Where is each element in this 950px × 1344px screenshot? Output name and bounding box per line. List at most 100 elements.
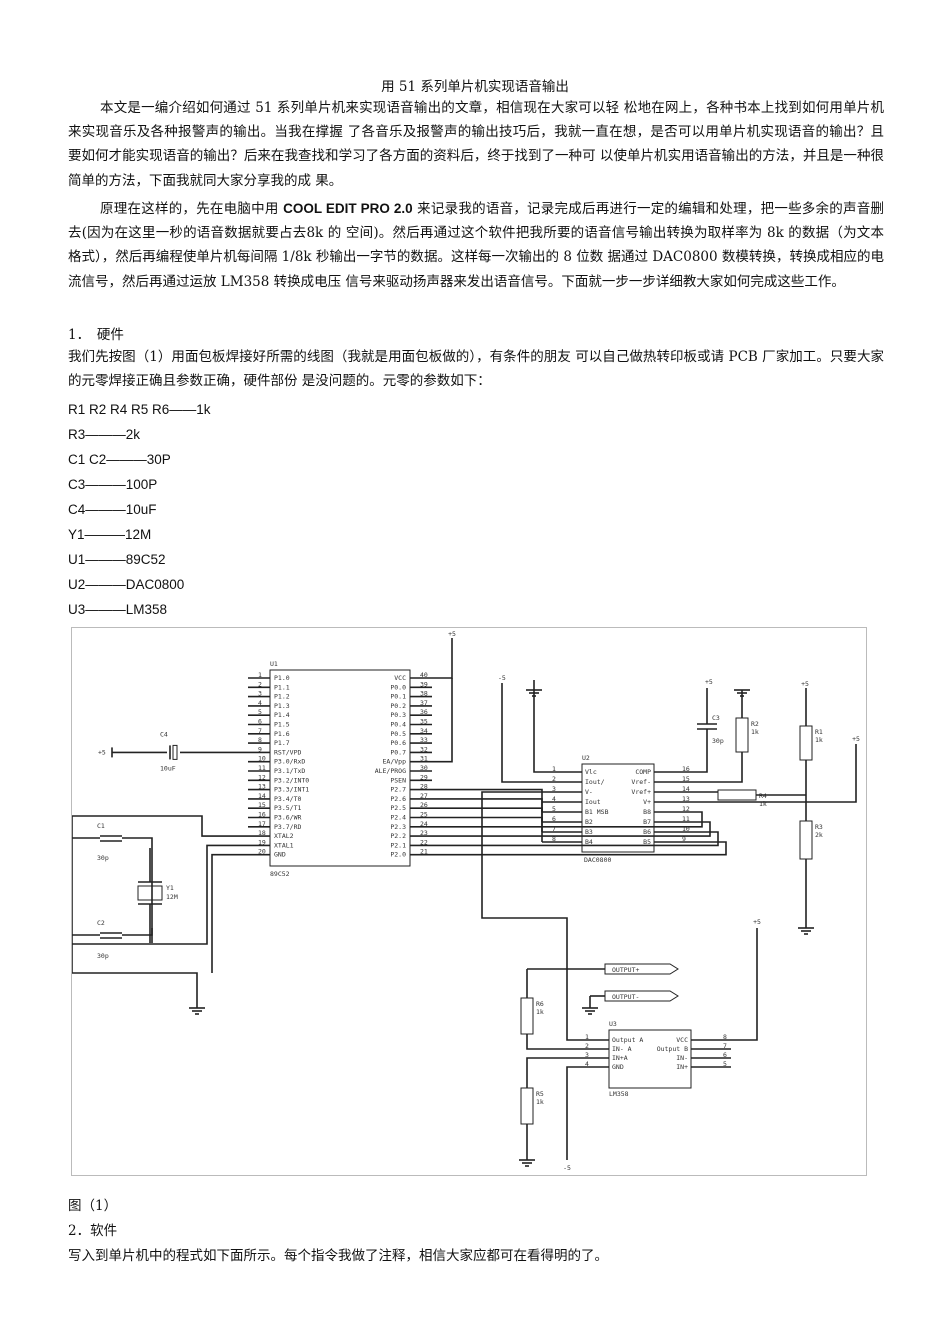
u2-chip (581, 763, 655, 853)
u1-pin-label: P3.1/TxD (274, 767, 305, 775)
u1-pin-label: P2.4 (390, 814, 406, 822)
u3-pin-number: 8 (723, 1033, 727, 1041)
u1-pin-label: P2.2 (390, 832, 406, 840)
u2-pin-number: 8 (552, 835, 556, 843)
u1-pin-label: GND (274, 851, 286, 859)
u2-pin-number: 4 (552, 795, 556, 803)
data-bus-wire (432, 798, 543, 822)
u3-pin-label: IN+ (676, 1063, 688, 1071)
u1-pin-number: 37 (420, 699, 428, 707)
u2-pin-number: 1 (552, 765, 556, 773)
r2-resistor-value: 1k (751, 728, 759, 736)
u1-pin-number: 23 (420, 829, 428, 837)
u1-pin-label: VCC (394, 674, 406, 682)
minus5-label: -5 (498, 674, 506, 682)
wire (731, 928, 758, 1041)
u1-pin-number: 10 (258, 755, 266, 763)
u1-pin-label: RST/VPD (274, 748, 301, 756)
y1-ref: Y1 (166, 884, 174, 892)
wire (122, 928, 153, 936)
u1-pin-number: 8 (258, 736, 262, 744)
r1-resistor-value: 1k (815, 736, 823, 744)
data-bus-wire (432, 831, 719, 847)
wire (122, 837, 153, 848)
u2-pin-label: B6 (643, 828, 651, 836)
wire (526, 1057, 579, 1088)
wire (211, 853, 248, 973)
u2-pin-label: V- (585, 788, 593, 796)
u1-pin-number: 3 (258, 690, 262, 698)
output-minus-tag (604, 990, 679, 1002)
u2-pin-number: 2 (552, 775, 556, 783)
u2-pin-label: B3 (585, 828, 593, 836)
c3-supply-label: +5 (705, 678, 713, 686)
wire (806, 744, 857, 803)
u1-pin-number: 16 (258, 811, 266, 819)
u1-pin-number: 32 (420, 745, 428, 753)
r4-resistor-value: 1k (759, 800, 767, 808)
part-item: U3———LM358 (68, 602, 168, 617)
u1-ref: U1 (270, 660, 278, 668)
section-heading-hardware: 1． 硬件 (68, 327, 124, 343)
wire (72, 816, 198, 1008)
u1-pin-label: P1.1 (274, 683, 290, 691)
u1-pin-number: 11 (258, 764, 266, 772)
c3-ref: C3 (712, 714, 720, 722)
intro-paragraph: 本文是一编介绍如何通过 51 系列单片机来实现语音输出的文章，相信现在大家可以轻… (68, 100, 884, 189)
r3-resistor (799, 820, 813, 860)
u1-pin-number: 14 (258, 792, 266, 800)
u3-chip (608, 1029, 692, 1089)
u1-pin-label: P1.4 (274, 711, 290, 719)
u3-pin-label: IN- A (612, 1045, 632, 1053)
u3-pin-number: 2 (585, 1042, 589, 1050)
u2-pin-label: Vref- (631, 778, 651, 786)
u2-pin-label: B2 (585, 818, 593, 826)
data-bus-wire (432, 816, 543, 842)
u1-pin-number: 15 (258, 801, 266, 809)
wire (533, 680, 542, 773)
wire (526, 1034, 579, 1050)
u3-supply-label: +5 (753, 918, 761, 926)
software-paragraph: 写入到单片机中的程式如下面所示。每个指令我做了注释，相信大家应都可在看得明的了。 (68, 1248, 608, 1264)
u1-pin-label: P3.6/WR (274, 814, 301, 822)
u1-pin-number: 30 (420, 764, 428, 772)
data-bus-wire (432, 821, 711, 837)
u2-pin-label: Vref+ (631, 788, 651, 796)
u3-pin-number: 4 (585, 1060, 589, 1068)
u1-pin-label: P2.5 (390, 804, 406, 812)
vcc-label: +5 (448, 630, 456, 638)
u1-pin-number: 17 (258, 820, 266, 828)
u2-pin-label: COMP (635, 768, 651, 776)
u1-pin-number: 6 (258, 718, 262, 726)
u1-pin-number: 13 (258, 783, 266, 791)
u1-pin-number: 39 (420, 680, 428, 688)
u1-pin-label: P1.3 (274, 702, 290, 710)
u1-name: 89C52 (270, 870, 290, 878)
u3-pin-label: Output A (612, 1036, 643, 1044)
u1-pin-number: 31 (420, 755, 428, 763)
u1-pin-number: 25 (420, 811, 428, 819)
r6-resistor-ref: R6 (536, 1000, 544, 1008)
part-item: C1 C2———30P (68, 452, 171, 467)
c2-ref: C2 (97, 919, 105, 927)
u2-pin-number: 11 (682, 815, 690, 823)
u1-pin-number: 7 (258, 727, 262, 735)
u1-pin-label: P0.2 (390, 702, 406, 710)
r6-resistor (520, 997, 534, 1035)
wire (72, 844, 248, 945)
u3-pin-label: VCC (676, 1036, 688, 1044)
page-title: 用 51 系列单片机实现语音输出 (381, 79, 569, 95)
r2-resistor-ref: R2 (751, 720, 759, 728)
u2-pin-number: 3 (552, 785, 556, 793)
part-item: Y1———12M (68, 527, 152, 542)
u2-pin-number: 5 (552, 805, 556, 813)
u2-pin-label: Iout (585, 798, 601, 806)
u1-pin-number: 5 (258, 708, 262, 716)
u1-pin-label: P1.5 (274, 721, 290, 729)
principle-paragraph: 原理在这样的，先在电脑中用 COOL EDIT PRO 2.0 来记录我的语音，… (68, 197, 884, 294)
data-bus-wire (432, 807, 543, 832)
